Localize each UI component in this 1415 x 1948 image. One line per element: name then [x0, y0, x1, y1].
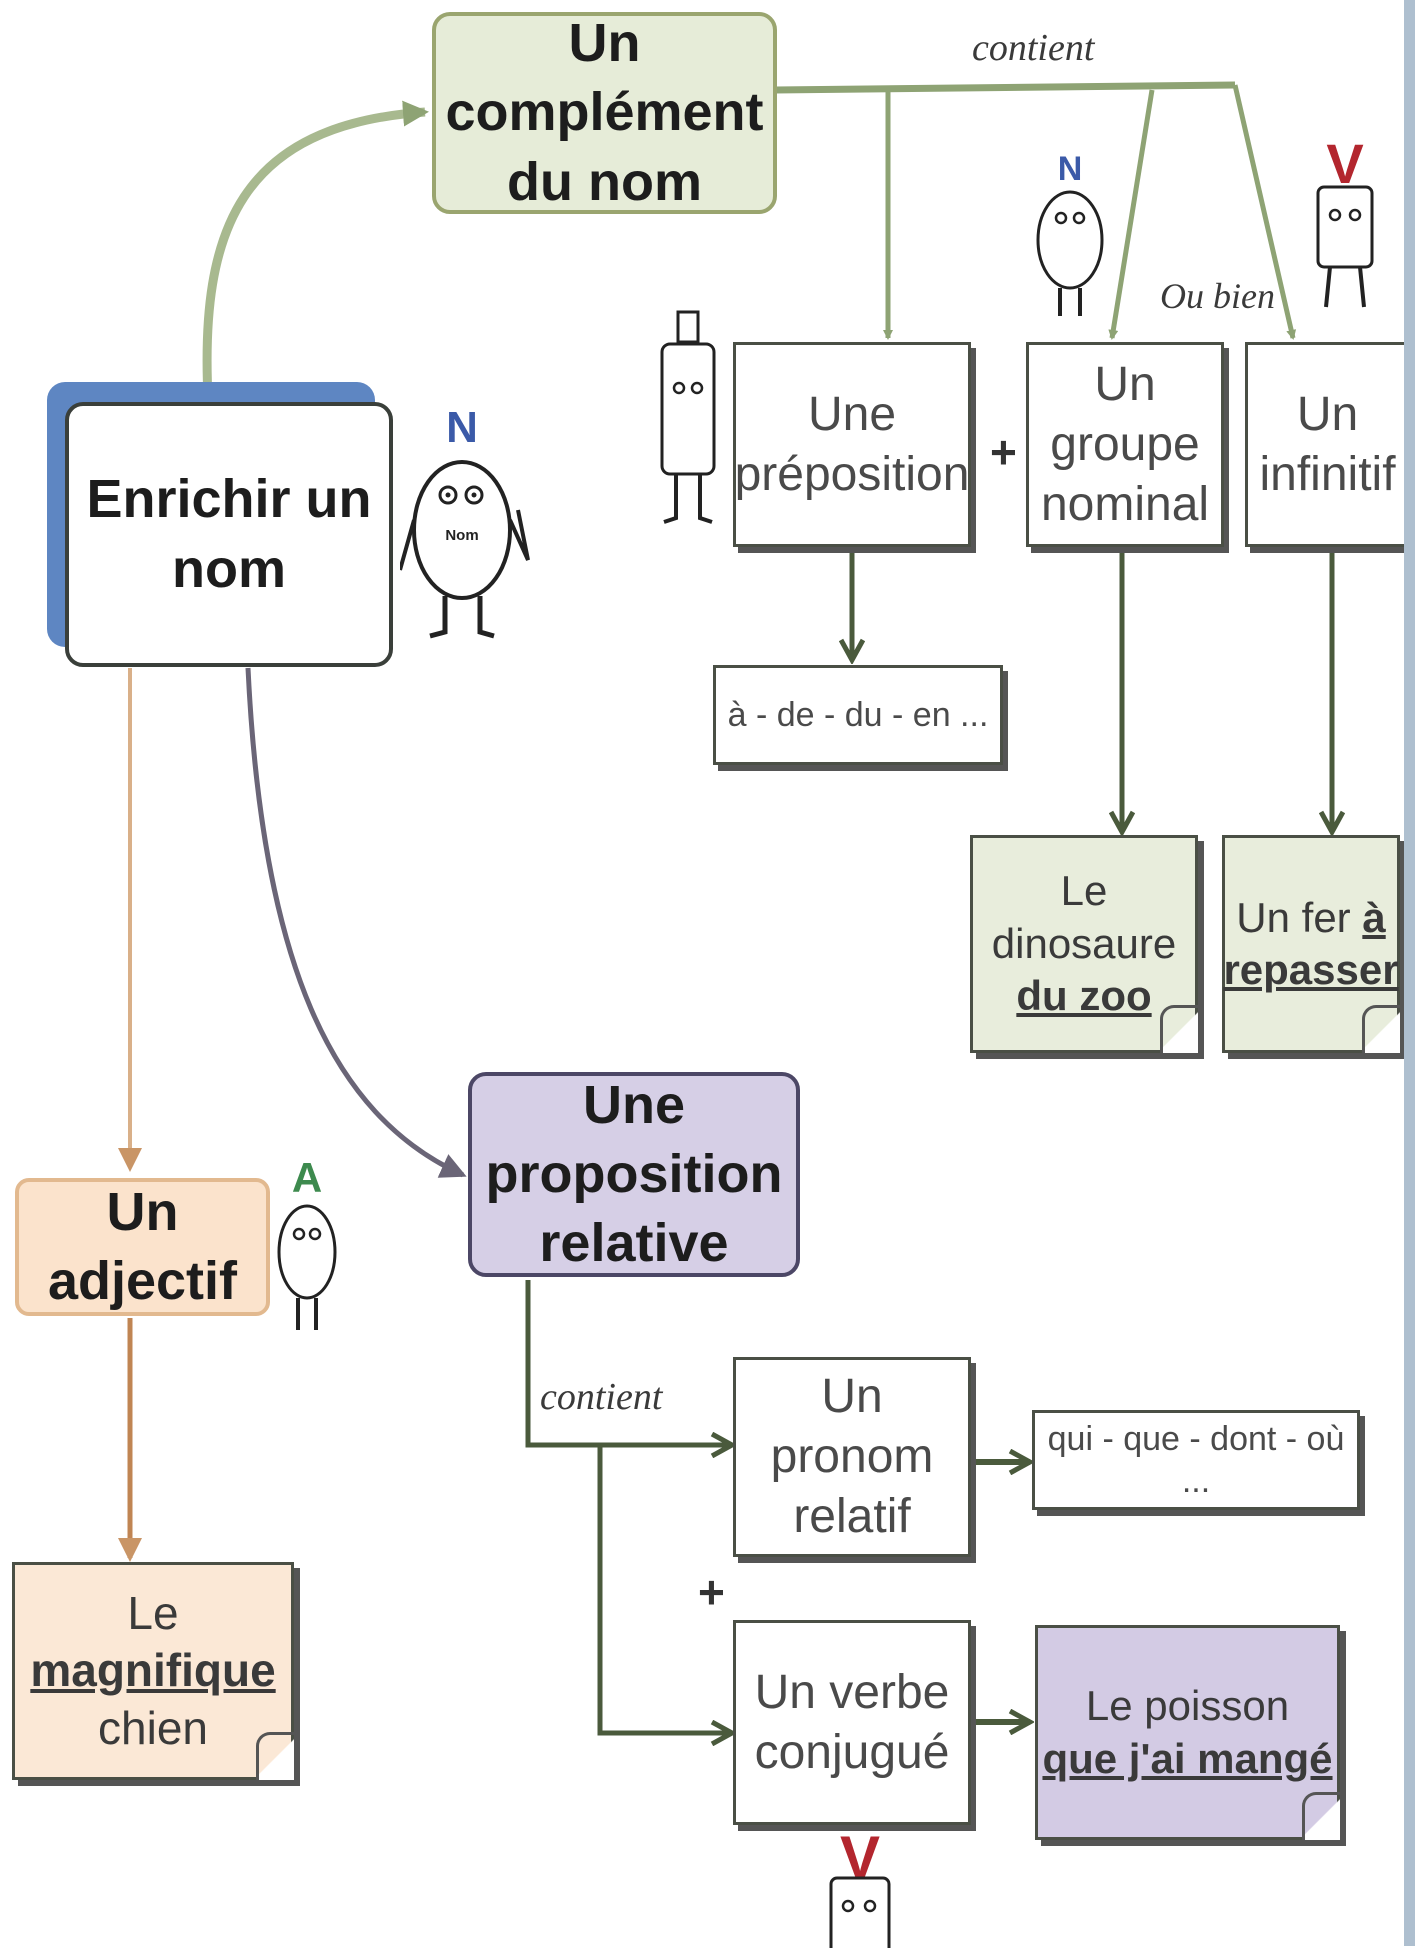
example-line1: Le poisson	[1085, 1682, 1290, 1729]
example-emphasis: que j'ai mangé	[1042, 1734, 1333, 1782]
node-groupe-nominal: Un groupe nominal	[1026, 342, 1224, 547]
example-pre: Le	[127, 1586, 179, 1639]
node-label-line2: du nom	[507, 151, 702, 212]
example-line1-plain: Un fer	[1236, 893, 1363, 941]
node-label-line2: conjugué	[754, 1725, 950, 1779]
label-ou-bien: Ou bien	[1160, 276, 1275, 316]
arrow-to-infinitif	[1232, 84, 1297, 340]
adjectif-mascot-icon: A	[277, 1154, 337, 1330]
line-complement-contient	[774, 81, 1236, 94]
nom-mascot-small-letter: N	[1058, 150, 1083, 188]
node-label-line2: nominal	[1040, 477, 1210, 531]
example-line1-emphasis: à	[1362, 893, 1386, 941]
node-infinitif: Un infinitif	[1245, 342, 1410, 547]
node-label-line1: Un groupe	[1050, 357, 1200, 471]
adjectif-mascot-letter: A	[292, 1154, 322, 1201]
examples-text: à - de - du - en ...	[727, 695, 989, 734]
node-preposition-examples: à - de - du - en ...	[713, 665, 1003, 765]
node-verbe-conjugue: Un verbe conjugué	[733, 1620, 971, 1825]
node-label-line1: Une proposition	[485, 1074, 783, 1204]
arrow-to-verbe-conjugue	[597, 1445, 732, 1733]
preposition-robot-icon	[660, 310, 716, 524]
node-complement-du-nom: Un complément du nom	[432, 12, 777, 214]
node-label-line1: Une	[807, 387, 897, 441]
verbe-mascot-bottom-icon: V	[829, 1828, 891, 1948]
example-emphasis: magnifique	[30, 1644, 276, 1697]
node-label-line1: Un complément	[445, 13, 764, 143]
node-enrichir-un-nom: Enrichir un nom	[65, 402, 393, 667]
verbe-mascot-letter: V	[1326, 135, 1363, 195]
node-preposition: Une préposition	[733, 342, 971, 547]
node-example-magnifique-chien: Le magnifique chien	[12, 1562, 294, 1780]
nom-mascot-sub: Nom	[445, 527, 478, 544]
nom-mascot-small-icon: N	[1036, 150, 1104, 316]
plus-sign-bottom: +	[698, 1566, 725, 1618]
example-emphasis: du zoo	[1016, 972, 1152, 1020]
node-label-line1: Un	[1296, 387, 1359, 441]
examples-text: qui - que - dont - où ...	[1047, 1419, 1345, 1501]
node-example-fer-a-repasser: Un fer à repasser	[1222, 835, 1400, 1053]
right-edge-band	[1404, 0, 1415, 1946]
node-proposition-relative: Une proposition relative	[468, 1072, 800, 1277]
node-pronom-relatif: Un pronom relatif	[733, 1357, 971, 1557]
line-relative-contient	[525, 1280, 600, 1448]
label-contient-top: contient	[972, 27, 1095, 69]
node-pronoms-examples: qui - que - dont - où ...	[1032, 1410, 1360, 1510]
node-label-line1: Un verbe	[754, 1665, 950, 1719]
node-label-line2: infinitif	[1259, 447, 1396, 501]
node-label: Enrichir un nom	[86, 469, 372, 599]
node-example-dinosaure: Le dinosaure du zoo	[970, 835, 1198, 1053]
verbe-mascot-icon: V	[1316, 135, 1374, 308]
example-line1: Le magnifique	[15, 1585, 291, 1700]
node-un-adjectif: Un adjectif	[15, 1178, 270, 1316]
node-label-line2: relative	[539, 1213, 729, 1274]
example-emphasis: repasser	[1223, 946, 1399, 993]
node-label-line2: relatif	[793, 1490, 911, 1543]
node-example-poisson: Le poisson que j'ai mangé	[1035, 1625, 1340, 1840]
arrow-root-to-complement	[202, 100, 429, 399]
plus-sign-top: +	[990, 426, 1017, 478]
example-post: chien	[98, 1701, 208, 1754]
arrow-root-to-relative	[245, 667, 467, 1178]
node-label: Un adjectif	[47, 1181, 238, 1311]
node-label-line2: préposition	[734, 447, 970, 501]
example-line1: Le dinosaure	[991, 867, 1177, 967]
nom-mascot-icon: N Nom	[400, 403, 530, 639]
arrow-to-groupe-nominal	[1108, 89, 1155, 340]
node-label-line1: Un pronom	[770, 1370, 934, 1483]
example-line1: Un fer à	[1236, 892, 1385, 945]
label-contient-bottom: contient	[540, 1376, 663, 1418]
nom-mascot-letter: N	[446, 403, 478, 452]
